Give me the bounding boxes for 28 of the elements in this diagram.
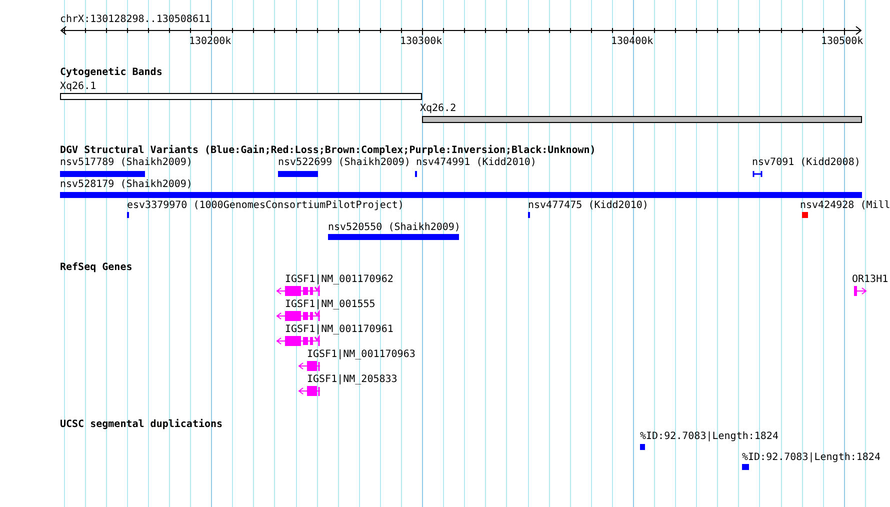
feature-label: nsv477475 (Kidd2010) [528, 200, 648, 211]
feature-label: IGSF1|NM_001555 [285, 299, 376, 310]
feature-label: nsv474991 (Kidd2010) [416, 157, 536, 168]
feature-label: %ID:92.7083|Length:1824 [640, 431, 778, 442]
feature-label: IGSF1|NM_001170961 [285, 324, 394, 335]
feature-label: nsv7091 (Kidd2008) [752, 157, 860, 168]
feature-label: Xq26.2 [420, 103, 456, 114]
feature-label: IGSF1|NM_205833 [307, 374, 398, 385]
feature-label: IGSF1|NM_001170962 [285, 274, 394, 285]
feature-label: nsv522699 (Shaikh2009) [278, 157, 410, 168]
tick-label: 130300k [400, 36, 442, 47]
track-heading: RefSeq Genes [60, 262, 132, 273]
feature-label: nsv528179 (Shaikh2009) [60, 179, 192, 190]
track-heading: Cytogenetic Bands [60, 67, 162, 78]
tick-label: 130500k [821, 36, 864, 47]
tick-label: 130200k [189, 36, 232, 47]
feature-label: nsv520550 (Shaikh2009) [328, 222, 460, 233]
tick-label: 130400k [611, 36, 654, 47]
chromosome-position-title: chrX:130128298..130508611 [60, 14, 211, 25]
feature-label: %ID:92.7083|Length:1824 [742, 452, 880, 463]
feature-label: nsv424928 (Mill [800, 200, 890, 211]
feature-label: IGSF1|NM_001170963 [307, 349, 416, 360]
feature-label: OR13H1 [852, 274, 888, 285]
track-heading: DGV Structural Variants (Blue:Gain;Red:Loss;Brown:Complex;Purple:Inversion;Black:Unknown) [60, 145, 596, 156]
feature-label: nsv517789 (Shaikh2009) [60, 157, 192, 168]
feature-label: Xq26.1 [60, 81, 96, 92]
feature-label: esv3379970 (1000GenomesConsortiumPilotProject) [127, 200, 404, 211]
track-heading: UCSC segmental duplications [60, 419, 223, 430]
